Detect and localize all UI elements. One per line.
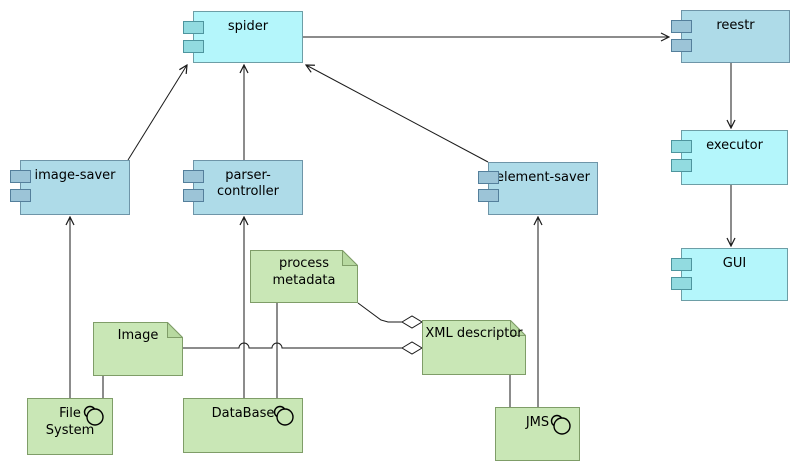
note-shape xyxy=(93,322,183,376)
component-spider: spider xyxy=(183,11,303,63)
component-port-icon xyxy=(671,20,692,33)
aggregation-diamond-icon xyxy=(401,315,423,329)
interface-icon xyxy=(83,405,104,426)
note-shape xyxy=(250,250,358,303)
interface-icon xyxy=(273,405,294,426)
component-label: parser- controller xyxy=(216,168,280,200)
component-port-icon xyxy=(478,189,499,202)
node-label: JMS xyxy=(525,415,550,430)
component-port-icon xyxy=(183,21,204,34)
component-label: element-saver xyxy=(495,170,591,185)
component-label: reestr xyxy=(716,18,755,33)
component-port-icon xyxy=(671,140,692,153)
connector-image-saver-to-spider xyxy=(127,65,187,161)
component-port-icon xyxy=(671,39,692,52)
note-label: Image xyxy=(117,328,159,343)
note-label: XML descriptor xyxy=(425,326,523,341)
component-element-saver: element-saver xyxy=(478,162,598,215)
component-port-icon xyxy=(183,170,204,183)
component-executor: executor xyxy=(671,130,788,185)
connector-image-note-to-xml-descriptor xyxy=(183,342,402,349)
aggregation-diamond-icon xyxy=(401,341,423,355)
connector-process-metadata-to-xml-descriptor xyxy=(357,302,402,323)
component-port-icon xyxy=(183,189,204,202)
note-label: process metadata xyxy=(272,256,336,288)
component-label: executor xyxy=(706,138,763,153)
connector-element-saver-to-spider xyxy=(306,65,489,163)
note-process-metadata: process metadata xyxy=(250,250,358,303)
note-shape xyxy=(422,320,526,375)
component-port-icon xyxy=(478,171,499,184)
note-image: Image xyxy=(93,322,183,376)
node-database: DataBase xyxy=(183,398,303,453)
note-xml-descriptor: XML descriptor xyxy=(422,320,526,375)
component-port-icon xyxy=(10,189,31,202)
component-port-icon xyxy=(183,40,204,53)
node-label: DataBase xyxy=(211,406,275,421)
component-reestr: reestr xyxy=(671,10,790,63)
interface-icon xyxy=(550,414,571,435)
component-label: spider xyxy=(227,19,269,34)
component-gui: GUI xyxy=(671,248,788,301)
component-port-icon xyxy=(671,258,692,271)
node-file-system: File System xyxy=(27,398,113,455)
node-jms: JMS xyxy=(495,407,580,461)
component-port-icon xyxy=(671,277,692,290)
component-image-saver: image-saver xyxy=(10,160,130,215)
component-port-icon xyxy=(10,170,31,183)
component-parser-controller: parser- controller xyxy=(183,160,303,215)
component-label: image-saver xyxy=(34,168,116,183)
component-label: GUI xyxy=(722,256,747,271)
component-port-icon xyxy=(671,159,692,172)
node-label: File System xyxy=(45,406,95,438)
